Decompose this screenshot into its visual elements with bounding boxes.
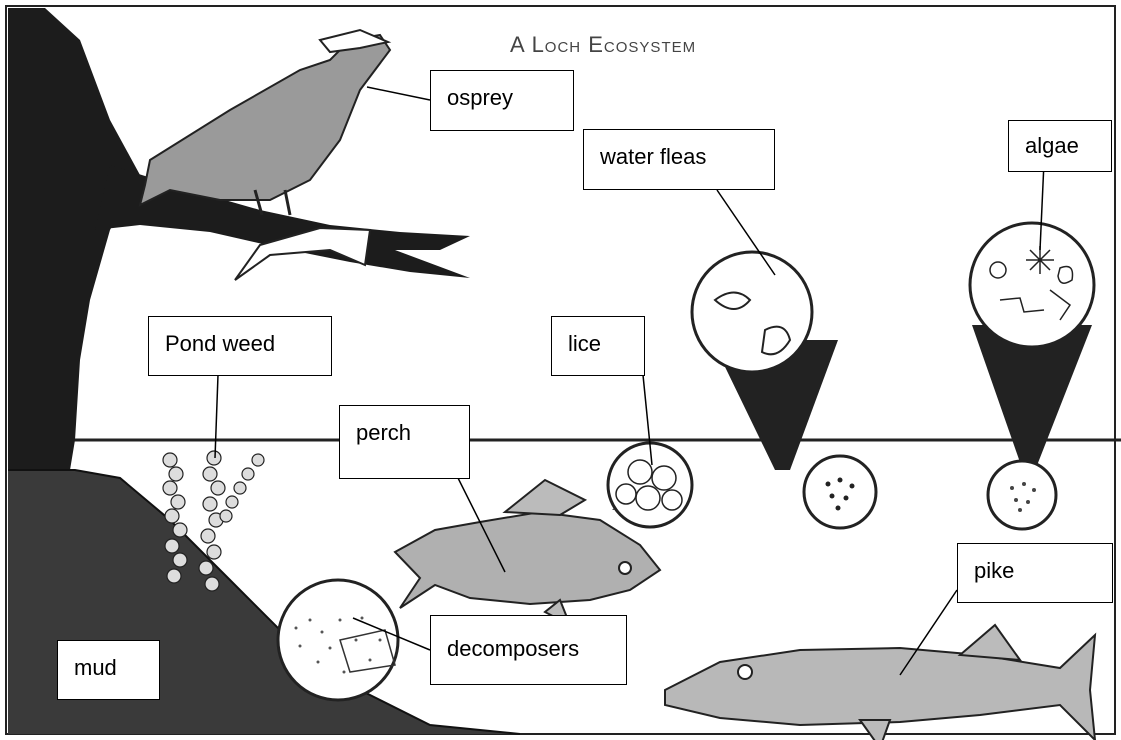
label-pond-weed: Pond weed [148,316,332,376]
label-mud: mud [57,640,160,700]
label-water-fleas: water fleas [583,129,775,190]
diagram-title: A Loch Ecosystem [510,32,696,58]
label-perch: perch [339,405,470,479]
label-pike: pike [957,543,1113,603]
label-osprey: osprey [430,70,574,131]
label-decomposers: decomposers [430,615,627,685]
label-algae: algae [1008,120,1112,172]
label-lice: lice [551,316,645,376]
decomposers-magnifier [278,580,398,700]
